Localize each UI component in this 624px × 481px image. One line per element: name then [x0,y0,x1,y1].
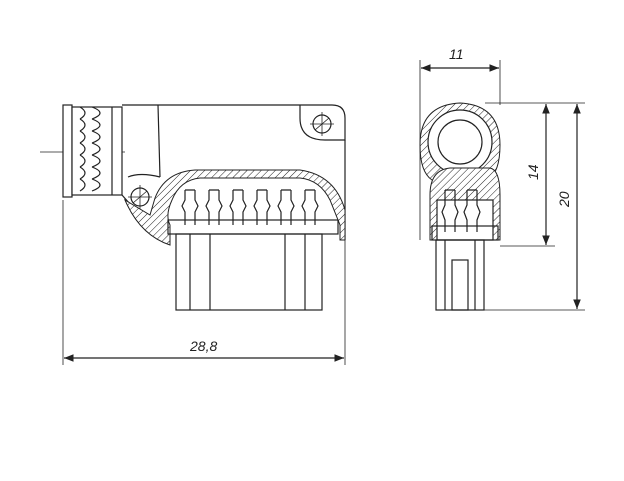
connector-insert [175,233,323,311]
dimension-label-14: 14 [525,164,541,180]
side-gland [419,102,501,181]
dimension-side-height-inner: 14 [485,102,555,247]
front-view: 28,8 [40,104,346,365]
threaded-cable-gland [62,104,123,198]
connector-housing [121,104,346,246]
dimension-label-20: 20 [556,191,572,208]
contact-pins [167,189,339,235]
dimension-label-28-8: 28,8 [189,338,217,354]
side-body [429,167,501,311]
side-view: 11 14 20 [419,46,585,311]
dimension-side-width: 11 [419,46,501,240]
dimension-label-11: 11 [449,46,464,62]
dimension-front-width: 28,8 [62,200,346,365]
dimension-side-height-total: 20 [484,102,585,311]
